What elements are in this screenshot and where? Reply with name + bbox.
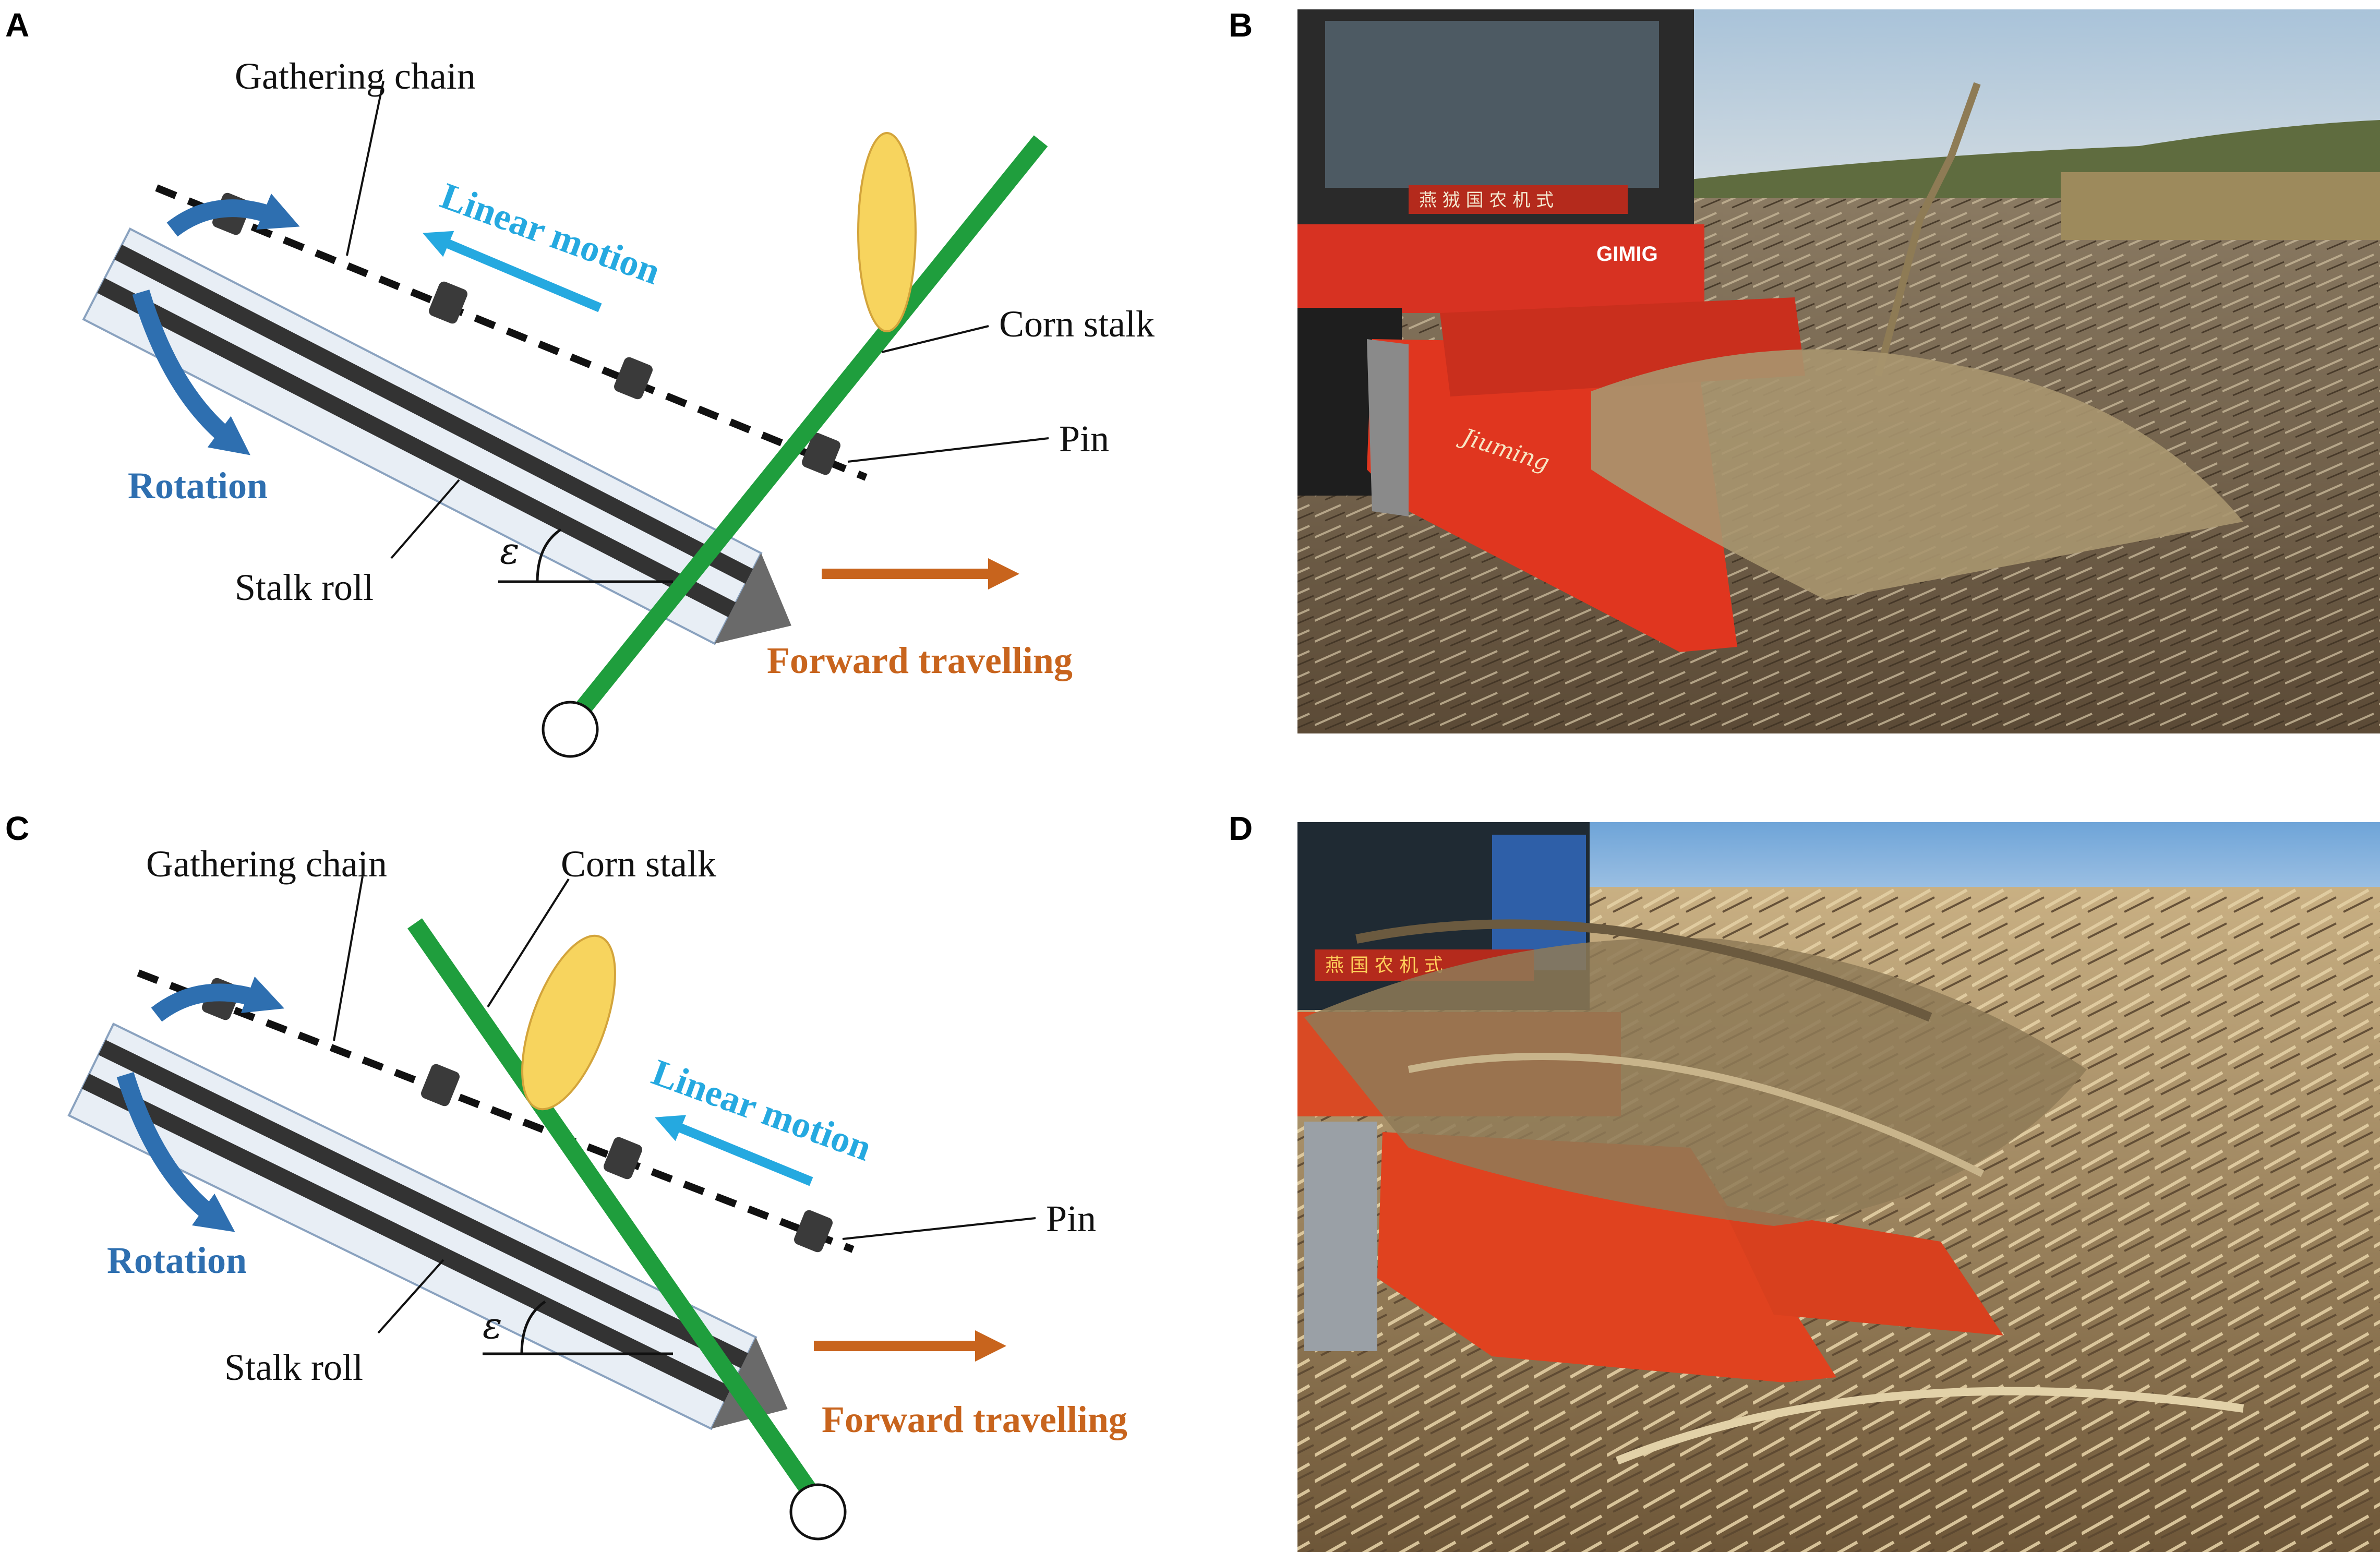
tangled-stalks-d [1304,937,2087,1226]
label-pin-c: Pin [1046,1198,1096,1240]
leader-gathering-chain-a [346,80,384,256]
label-gathering-chain-a: Gathering chain [235,55,476,97]
panel-letter-b: B [1229,6,1253,44]
leader-corn-stalk-a [881,325,989,353]
cab-banner-text-d: 燕 国 农 机 式 [1325,955,1443,976]
angle-arc-a [536,528,562,582]
photo-b: 燕 狨 国 农 机 式 GIMIG Jiuming [1297,9,2380,733]
header-side-plate-b [1367,339,1409,516]
gathering-chain-a [155,184,868,481]
label-rotation-a: Rotation [128,465,268,507]
panel-c: C [5,810,1127,1541]
stalk-roll-a [82,227,791,645]
cab-banner-b [1409,185,1628,214]
stalk-roll-cone-c [711,1337,788,1429]
stalk-strand-d-2 [1408,1053,1985,1177]
label-forward-travelling-c: Forward travelling [822,1399,1127,1440]
corn-ear-c [521,934,616,1111]
label-epsilon-c: ε [483,1304,502,1347]
leader-stalk-roll-a [390,479,460,559]
standing-corn-b [2061,172,2380,240]
panel-a: A [5,6,1155,758]
pin-c-3 [604,1137,642,1180]
leader-pin-c [842,1217,1036,1240]
stalk-roll-stripe-c-2 [82,1074,732,1402]
label-corn-stalk-a: Corn stalk [999,303,1155,345]
photo-d: 燕 国 农 机 式 [1297,822,2380,1552]
pin-a-4 [802,432,840,475]
cab-window-b [1325,21,1659,188]
panel-b: B 燕 狨 国 农 机 式 GIMIG Jiuming [1229,6,2380,733]
crop-debris-b [1591,349,2243,600]
stalk-roll-c [67,1022,788,1430]
stalk-roll-stripe-c-1 [98,1040,748,1368]
machine-body-b [1297,224,1704,313]
linear-motion-arrow-c [655,1115,813,1186]
corn-ear-a [857,132,917,332]
single-stalk-b [1874,82,1981,377]
label-linear-motion-c: Linear motion [647,1051,877,1169]
pin-c-2 [421,1064,460,1106]
pin-a-3 [614,357,653,400]
header-snout-d [1377,1132,1836,1382]
label-gathering-chain-c: Gathering chain [146,843,387,885]
panel-letter-a: A [5,6,29,44]
angle-arc-c [520,1300,546,1354]
label-rotation-c: Rotation [107,1240,247,1281]
stalk-roll-stripe-a-1 [114,244,753,584]
leader-gathering-chain-c [333,876,364,1041]
label-stalk-roll-a: Stalk roll [235,567,374,608]
label-corn-stalk-c: Corn stalk [561,843,716,885]
corn-stalk-a [564,135,1048,728]
leader-stalk-roll-c [377,1259,444,1334]
leader-pin-a [847,437,1049,463]
rotation-arrow-top-a [166,194,300,237]
stalk-roll-stripe-a-2 [97,278,736,618]
gathering-chain-c [137,969,855,1253]
label-pin-a: Pin [1059,418,1109,460]
stalk-strand-d-1 [1355,919,1932,1022]
linear-motion-arrow-a [423,231,602,312]
pin-c-4 [794,1210,833,1253]
label-stalk-roll-c: Stalk roll [224,1346,363,1388]
label-forward-travelling-a: Forward travelling [767,640,1073,681]
stalk-roll-cone-a [714,553,791,644]
leader-corn-stalk-c [487,878,570,1008]
pin-a-2 [429,281,467,324]
rotation-arrow-bottom-a [132,290,250,455]
machine-badge-b: GIMIG [1596,243,1658,266]
stalk-base-a [542,701,599,758]
stalk-strand-d-3 [1616,1387,2244,1465]
rotation-arrow-top-c [151,976,285,1022]
header-snout-2-d [1722,1205,2003,1336]
label-epsilon-a: ε [500,530,520,572]
corn-stalk-c [407,918,821,1502]
label-linear-motion-a: Linear motion [436,175,666,293]
header-side-plate-d [1304,1122,1377,1351]
panel-letter-c: C [5,810,29,847]
cab-banner-text-b: 燕 狨 国 农 机 式 [1419,190,1554,211]
rotation-arrow-bottom-c [116,1072,235,1232]
panel-letter-d: D [1229,810,1253,847]
stalk-base-c [789,1483,847,1541]
panel-d: D 燕 国 农 机 式 [1229,810,2380,1552]
